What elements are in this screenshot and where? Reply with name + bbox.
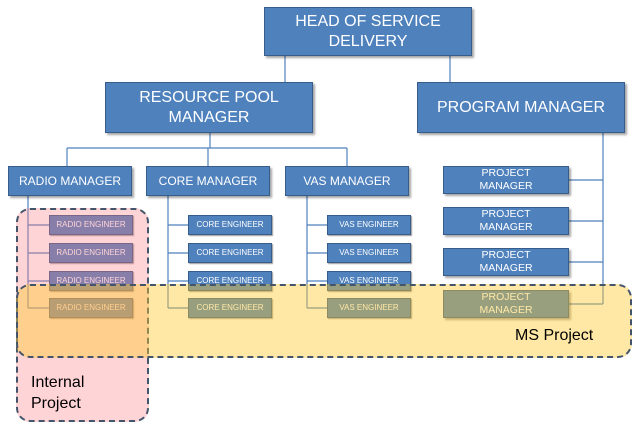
resource-pool-label-line2: MANAGER bbox=[168, 108, 250, 126]
vas-manager-label: VAS MANAGER bbox=[303, 173, 391, 188]
project-manager-line1: PROJECT bbox=[481, 166, 531, 179]
radio-manager-box: RADIO MANAGER bbox=[8, 166, 132, 196]
internal-project-label-line1: Internal bbox=[31, 374, 85, 391]
vas-engineer-label: VAS ENGINEER bbox=[339, 248, 399, 258]
project-manager-line1: PROJECT bbox=[481, 290, 531, 303]
core-manager-box: CORE MANAGER bbox=[146, 166, 270, 196]
head-label-line1: HEAD OF SERVICE bbox=[295, 13, 441, 31]
core-engineer-box: CORE ENGINEER bbox=[188, 243, 272, 263]
radio-engineer-box: RADIO ENGINEER bbox=[49, 298, 133, 318]
core-manager-label: CORE MANAGER bbox=[158, 173, 258, 188]
program-manager-label: PROGRAM MANAGER bbox=[436, 98, 605, 116]
project-manager-line2: MANAGER bbox=[479, 221, 533, 233]
radio-engineer-label: RADIO ENGINEER bbox=[56, 248, 126, 258]
radio-engineer-label: RADIO ENGINEER bbox=[56, 220, 126, 230]
resource-pool-label-line1: RESOURCE POOL bbox=[139, 89, 279, 107]
vas-engineer-label: VAS ENGINEER bbox=[339, 303, 399, 313]
project-manager-line2: MANAGER bbox=[479, 262, 533, 274]
core-engineer-label: CORE ENGINEER bbox=[196, 248, 264, 258]
ms-project-group bbox=[16, 284, 632, 358]
vas-engineer-label: VAS ENGINEER bbox=[339, 276, 399, 286]
radio-engineer-box: RADIO ENGINEER bbox=[49, 215, 133, 235]
vas-engineer-box: VAS ENGINEER bbox=[327, 243, 411, 263]
radio-engineer-label: RADIO ENGINEER bbox=[56, 303, 126, 313]
internal-project-label-line2: Project bbox=[31, 394, 81, 412]
core-engineer-box: CORE ENGINEER bbox=[188, 298, 272, 318]
project-manager-line2: MANAGER bbox=[479, 180, 533, 192]
project-manager-line2: MANAGER bbox=[479, 304, 533, 316]
radio-engineer-box: RADIO ENGINEER bbox=[49, 243, 133, 263]
vas-engineer-box: VAS ENGINEER bbox=[327, 271, 411, 291]
vas-engineer-label: VAS ENGINEER bbox=[339, 220, 399, 230]
ms-project-label: MS Project bbox=[515, 327, 594, 344]
head-of-service-delivery-box: HEAD OF SERVICE DELIVERY bbox=[264, 7, 472, 56]
head-label-line2: DELIVERY bbox=[328, 32, 408, 50]
core-engineer-box: CORE ENGINEER bbox=[188, 271, 272, 291]
vas-engineer-box: VAS ENGINEER bbox=[327, 215, 411, 235]
project-manager-line1: PROJECT bbox=[481, 248, 531, 261]
core-engineer-box: CORE ENGINEER bbox=[188, 215, 272, 235]
vas-engineer-box: VAS ENGINEER bbox=[327, 298, 411, 318]
vas-manager-box: VAS MANAGER bbox=[285, 166, 409, 196]
radio-engineer-box: RADIO ENGINEER bbox=[49, 271, 133, 291]
project-manager-line1: PROJECT bbox=[481, 207, 531, 220]
radio-engineer-label: RADIO ENGINEER bbox=[56, 276, 126, 286]
resource-pool-manager-box: RESOURCE POOL MANAGER bbox=[105, 82, 313, 133]
internal-project-label: Internal Project bbox=[31, 373, 84, 415]
program-manager-box: PROGRAM MANAGER bbox=[417, 82, 625, 133]
internal-project-group bbox=[16, 208, 149, 422]
core-engineer-label: CORE ENGINEER bbox=[196, 220, 264, 230]
core-engineer-label: CORE ENGINEER bbox=[196, 303, 264, 313]
radio-manager-label: RADIO MANAGER bbox=[18, 173, 121, 188]
core-engineer-label: CORE ENGINEER bbox=[196, 276, 264, 286]
